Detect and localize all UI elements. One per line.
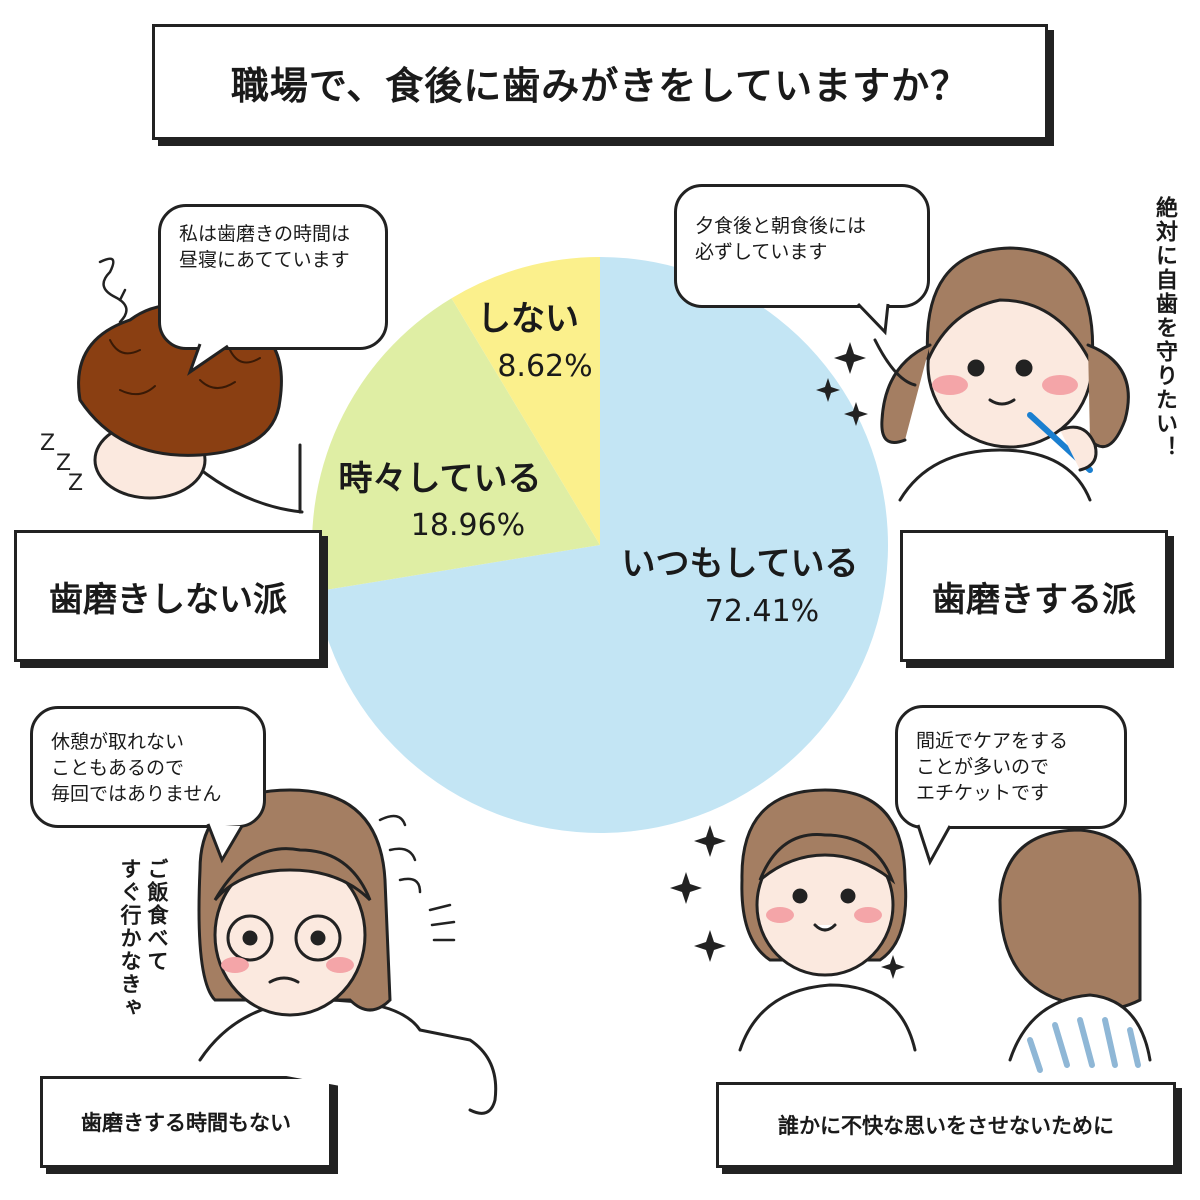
no-brush-group-box: 歯磨きしない派 — [14, 530, 322, 662]
page-title: 職場で、食後に歯みがきをしていますか？ — [230, 63, 970, 108]
no-time-reason-box: 歯磨きする時間もない — [40, 1076, 332, 1168]
go-eat-note-1: ご飯食べて — [145, 858, 169, 973]
sleep-mark: Z — [40, 431, 55, 456]
pie-slice-value-label: 72.41% — [705, 594, 819, 629]
bubble-line: 夕食後と朝食後には — [695, 215, 867, 237]
sparkle-icon — [816, 342, 868, 426]
brush-group-box: 歯磨きする派 — [900, 530, 1168, 662]
bubble-line: 間近でケアをする — [916, 730, 1069, 752]
pie-slice-value-label: 18.96% — [411, 508, 525, 543]
after-meals-speech-bubble: 夕食後と朝食後には 必ずしています — [674, 184, 930, 308]
pie-slice-label: 時々している — [339, 459, 542, 499]
bubble-line: こともあるので — [51, 757, 185, 779]
etiquette-reason-box: 誰かに不快な思いをさせないために — [716, 1082, 1176, 1168]
svg-text:Z: Z — [68, 471, 83, 496]
bubble-line: ことが多いので — [916, 756, 1050, 778]
no-break-speech-bubble: 休憩が取れない こともあるので 毎回ではありません — [30, 706, 266, 828]
bubble-line: 昼寝にあてています — [179, 249, 350, 271]
pie-slice-label: しない — [477, 299, 579, 339]
bubble-line: 私は歯磨きの時間は — [179, 223, 351, 245]
bubble-line: 必ずしています — [695, 241, 828, 263]
bubble-line: 休憩が取れない — [51, 731, 185, 753]
pie-slice — [451, 257, 600, 545]
go-eat-note-2: すぐ行かなきゃ — [118, 858, 142, 1019]
bubble-line: エチケットです — [916, 782, 1050, 804]
title-box: 職場で、食後に歯みがきをしていますか？ — [152, 24, 1048, 140]
dental-staff-illustration — [738, 788, 1152, 1073]
brush-group-label: 歯磨きする派 — [932, 579, 1136, 620]
no-brush-group-label: 歯磨きしない派 — [49, 579, 287, 620]
nap-speech-bubble: 私は歯磨きの時間は 昼寝にあてています — [158, 204, 388, 350]
svg-text:Z: Z — [56, 451, 71, 476]
sparkle-icon — [670, 825, 905, 979]
protect-teeth-note: 絶対に自歯を守りたい！ — [1152, 196, 1177, 460]
glasses-person-illustration — [197, 788, 498, 1115]
close-care-speech-bubble: 間近でケアをする ことが多いので エチケットです — [895, 705, 1127, 829]
pie-slice-value-label: 8.62% — [497, 349, 592, 384]
no-time-reason-label: 歯磨きする時間もない — [81, 1111, 291, 1135]
etiquette-reason-label: 誰かに不快な思いをさせないために — [778, 1114, 1114, 1138]
pie-slice-label: いつもしている — [622, 544, 859, 584]
bubble-line: 毎回ではありません — [51, 783, 222, 805]
pie-slice — [315, 257, 888, 833]
